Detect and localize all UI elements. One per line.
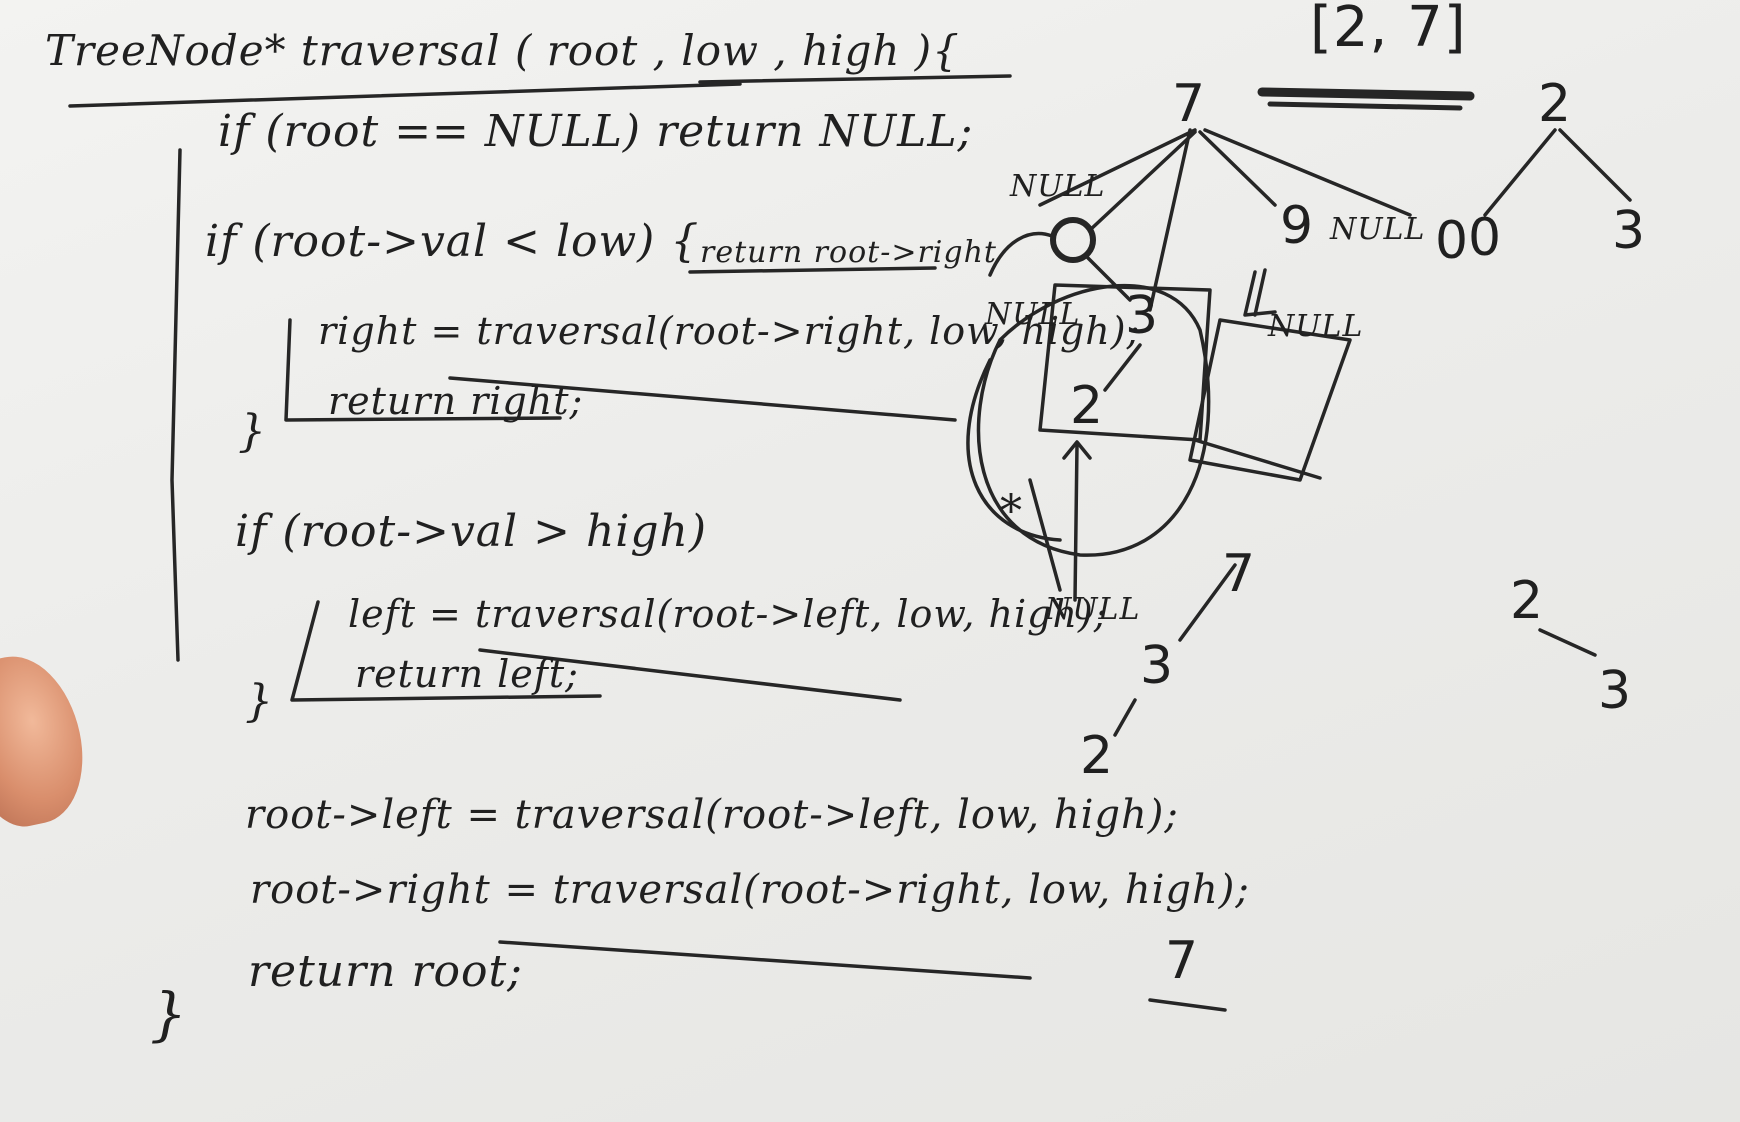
- high-close-brace: }: [245, 676, 274, 727]
- null-label-c: NULL: [1330, 212, 1426, 247]
- high-call-underline: [478, 648, 902, 702]
- null-label-a: NULL: [1010, 169, 1106, 204]
- lower-child: 3: [1140, 636, 1175, 696]
- right-tree-child: 3: [1598, 661, 1633, 721]
- final-call-underline: [498, 940, 1032, 980]
- null-label-e: NULL: [1045, 592, 1141, 627]
- low-return-line: return right;: [328, 379, 584, 423]
- diagram-root: 7: [1172, 74, 1207, 134]
- edge-circle-three: [1086, 256, 1132, 302]
- result-left: 0: [1468, 208, 1503, 268]
- function-signature: TreeNode* traversal ( root , low , high …: [45, 26, 960, 75]
- assign-right-line: root->right = traversal(root->right, low…: [250, 867, 1250, 913]
- lower-root: 7: [1222, 544, 1257, 604]
- body-bracket: [170, 148, 182, 662]
- edge-root-zero: [1203, 128, 1412, 217]
- lower-grandchild: 2: [1080, 726, 1115, 786]
- null-box: [1188, 318, 1352, 482]
- signature-underline: [68, 82, 742, 108]
- edge-root-left-2: [1088, 130, 1197, 232]
- arrow-null-head: [1062, 440, 1092, 460]
- right-edge-1: [1538, 628, 1597, 657]
- subtree-oval: [976, 284, 1211, 557]
- arrow-null-to-two: [1073, 443, 1079, 602]
- low-call-underline: [448, 376, 957, 422]
- low-block-bracket: [284, 318, 562, 422]
- result-root: 2: [1538, 74, 1573, 134]
- arrow-null-side: [1028, 478, 1062, 592]
- final-seven-underline: [1148, 998, 1227, 1012]
- low-return-struck: return root->right: [700, 235, 997, 270]
- high-return-line: return left;: [355, 652, 579, 696]
- result-edge-right: [1558, 128, 1632, 202]
- low-close-brace: }: [238, 406, 267, 457]
- edge-nine-down: [1253, 268, 1267, 317]
- range-underline-2: [1267, 101, 1463, 111]
- final-root: 7: [1165, 931, 1200, 991]
- circled-node: [1050, 217, 1096, 263]
- high-block-bracket: [290, 600, 602, 702]
- range-underline: [1257, 87, 1475, 101]
- return-root-line: return root;: [248, 946, 523, 997]
- edge-root-down: [1148, 128, 1192, 312]
- null-label-b: NULL: [985, 297, 1081, 332]
- null-check-line: if (root == NULL) return NULL;: [218, 106, 974, 157]
- diagram-node-zero: 0: [1435, 211, 1470, 271]
- null-box-hatch: [1193, 438, 1322, 480]
- right-tree-root: 2: [1510, 571, 1545, 631]
- result-edge-left: [1483, 128, 1557, 217]
- range-label: [2, 7]: [1310, 0, 1467, 60]
- strike-line: [688, 266, 937, 274]
- cross-mark: *: [1000, 486, 1023, 537]
- diagram-node-two: 2: [1070, 376, 1105, 436]
- result-right: 3: [1612, 201, 1647, 261]
- high-left-assign: left = traversal(root->left, low, high);: [348, 592, 1108, 636]
- subtree-oval-2: [966, 358, 1062, 542]
- signature-underline-2: [698, 74, 1012, 84]
- low-right-assign: right = traversal(root->right, low, high…: [318, 309, 1141, 353]
- null-label-d: NULL: [1268, 309, 1364, 344]
- high-check-line: if (root->val > high): [235, 506, 708, 557]
- diagram-node-nine: 9: [1280, 196, 1315, 256]
- edge-root-nine: [1198, 130, 1277, 207]
- arrow-to-circle: [988, 231, 1054, 277]
- end-brace: }: [150, 980, 188, 1048]
- assign-left-line: root->left = traversal(root->left, low, …: [245, 792, 1179, 838]
- lower-edge-1: [1178, 563, 1237, 642]
- edge-three-two: [1103, 343, 1142, 392]
- lower-edge-2: [1113, 698, 1137, 737]
- edge-root-left: [1038, 128, 1197, 207]
- diagram-node-three: 3: [1125, 286, 1160, 346]
- low-check-line: if (root->val < low) {: [205, 216, 700, 267]
- edge-nine-null: [1243, 270, 1277, 317]
